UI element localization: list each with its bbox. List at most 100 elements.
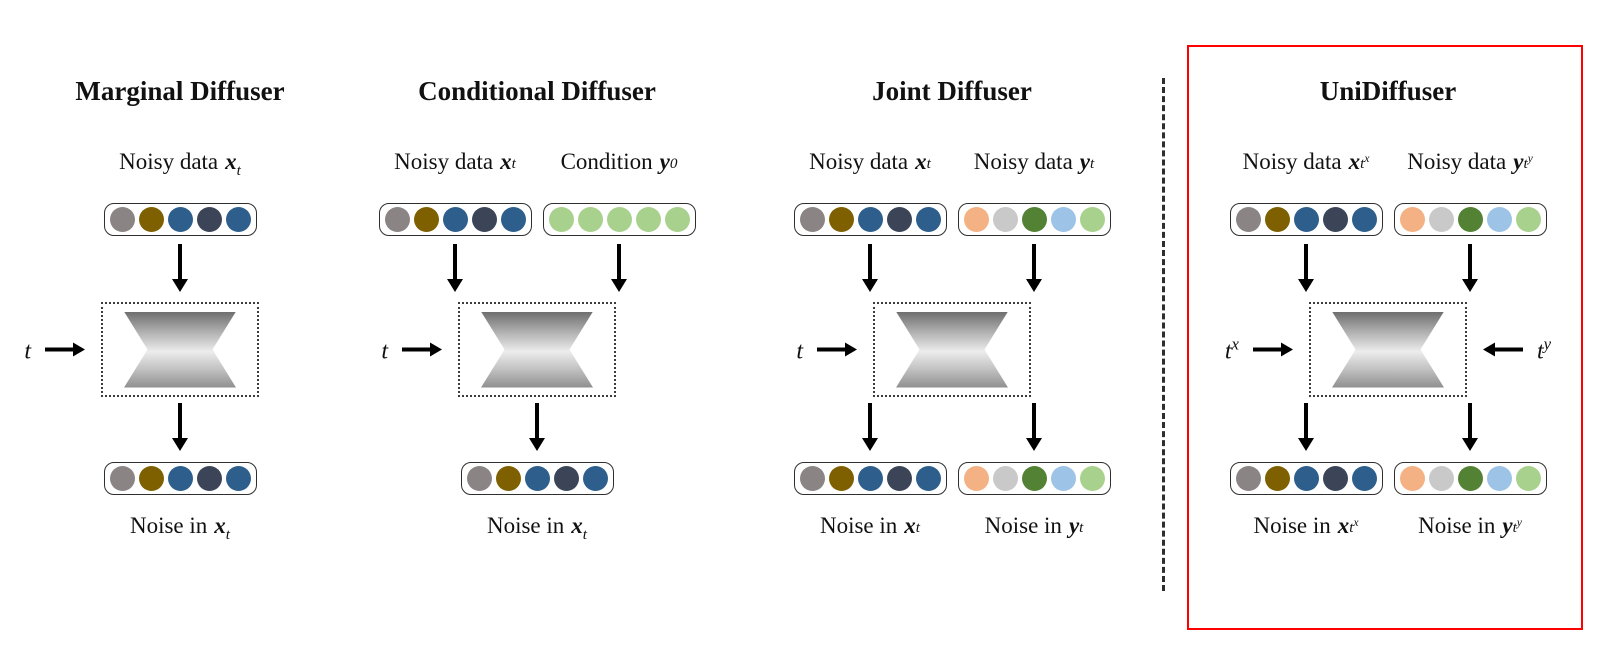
token-dot bbox=[524, 466, 550, 491]
noise-output-token-box bbox=[460, 462, 614, 495]
math-sub: t bbox=[1523, 155, 1528, 173]
math-var: x bbox=[225, 149, 237, 174]
token-dot bbox=[167, 466, 193, 491]
right-arrow-icon bbox=[1253, 342, 1293, 357]
column-title: UniDiffuser bbox=[1319, 76, 1457, 106]
token-dot bbox=[1428, 207, 1454, 232]
token-dot bbox=[471, 207, 497, 232]
label-text: Noisy data bbox=[1242, 149, 1342, 174]
unet-hourglass-icon bbox=[124, 311, 236, 388]
math-sub: t bbox=[926, 155, 931, 173]
token-dot bbox=[799, 207, 825, 232]
down-arrow-icon bbox=[1026, 403, 1042, 451]
token-dot bbox=[1050, 466, 1076, 491]
math-var: x bbox=[915, 149, 927, 174]
timestep-label: t bbox=[24, 338, 31, 364]
math-var: x bbox=[904, 513, 916, 538]
token-dot bbox=[1515, 207, 1541, 232]
math-sub: t bbox=[1349, 519, 1354, 537]
timestep-input: t bbox=[24, 334, 85, 365]
token-dot bbox=[1486, 466, 1512, 491]
noise-prediction-network bbox=[873, 302, 1031, 397]
timestep-label: t bbox=[381, 338, 388, 364]
math-var: y bbox=[1502, 513, 1513, 538]
noisy-data-token-box bbox=[957, 203, 1111, 236]
noise-prediction-network bbox=[101, 302, 259, 397]
math-var: y bbox=[1513, 149, 1524, 174]
token-dot bbox=[1457, 466, 1483, 491]
noisy-data-token-box bbox=[103, 203, 257, 236]
right-arrow-icon bbox=[45, 342, 85, 357]
down-arrow-icon bbox=[862, 244, 878, 292]
left-arrow-icon bbox=[1483, 342, 1523, 357]
math-sub: t bbox=[236, 161, 241, 179]
math-subsup: y bbox=[1527, 153, 1533, 166]
token-dot bbox=[857, 466, 883, 491]
token-dot bbox=[606, 207, 632, 232]
down-arrow-icon bbox=[529, 403, 545, 451]
math-var: x bbox=[571, 513, 583, 538]
token-dot bbox=[963, 466, 989, 491]
token-dot bbox=[1293, 207, 1319, 232]
token-dot bbox=[196, 466, 222, 491]
math-subsup: y bbox=[1516, 517, 1522, 530]
timestep-input: t bbox=[381, 334, 442, 365]
token-dot bbox=[992, 466, 1018, 491]
noisy-data-token-box bbox=[1393, 203, 1547, 236]
token-dot bbox=[664, 207, 690, 232]
noise-output-token-box bbox=[793, 462, 947, 495]
timestep-input: t bbox=[796, 334, 857, 365]
token-dot bbox=[138, 466, 164, 491]
column-title: Joint Diffuser bbox=[872, 76, 1032, 106]
token-dot bbox=[1293, 466, 1319, 491]
noise-prediction-network bbox=[1309, 302, 1467, 397]
token-dot bbox=[1399, 207, 1425, 232]
token-dot bbox=[1322, 207, 1348, 232]
token-dot bbox=[582, 466, 608, 491]
token-dot bbox=[225, 207, 251, 232]
math-sub: t bbox=[1360, 155, 1365, 173]
noise-output-token-box bbox=[957, 462, 1111, 495]
noisy-data-token-box bbox=[1229, 203, 1383, 236]
token-dot bbox=[500, 207, 526, 232]
token-dot bbox=[196, 207, 222, 232]
token-dot bbox=[466, 466, 492, 491]
unet-hourglass-icon bbox=[896, 311, 1008, 388]
token-dot bbox=[553, 466, 579, 491]
down-arrow-icon bbox=[1298, 403, 1314, 451]
math-sub: t bbox=[511, 155, 516, 173]
token-dot bbox=[548, 207, 574, 232]
noise-prediction-network bbox=[458, 302, 616, 397]
token-dot bbox=[635, 207, 661, 232]
label-text: Noise in bbox=[819, 513, 898, 538]
math-var: x bbox=[1337, 513, 1350, 538]
token-dot bbox=[1021, 466, 1047, 491]
dashed-divider bbox=[1162, 78, 1165, 591]
noisy-data-token-box bbox=[378, 203, 532, 236]
token-dot bbox=[495, 466, 521, 491]
token-dot bbox=[1050, 207, 1076, 232]
down-arrow-icon bbox=[172, 244, 188, 292]
token-dot bbox=[915, 466, 941, 491]
label-text: Noisy data bbox=[394, 149, 494, 174]
down-arrow-icon bbox=[862, 403, 878, 451]
token-dot bbox=[828, 466, 854, 491]
token-dot bbox=[1079, 207, 1105, 232]
token-dot bbox=[886, 466, 912, 491]
label-text: Noise in bbox=[1418, 513, 1496, 538]
token-dot bbox=[384, 207, 410, 232]
math-sub: 0 bbox=[669, 155, 678, 173]
right-arrow-icon bbox=[817, 342, 857, 357]
math-subsup: x bbox=[1353, 517, 1359, 530]
